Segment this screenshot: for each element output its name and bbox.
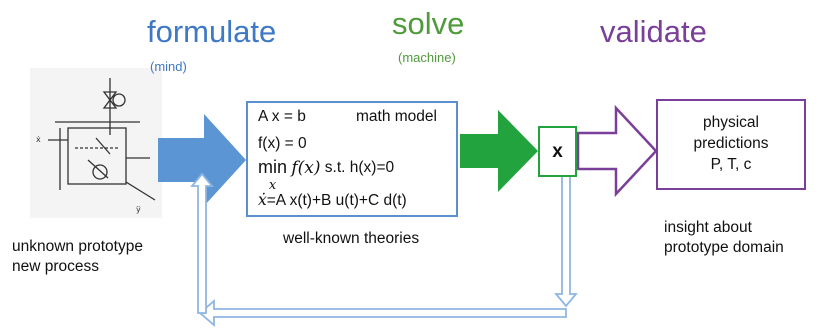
solve-subtitle: (machine) [398,50,456,65]
predictions-line3: P, T, c [710,155,752,173]
validate-title: validate [600,14,707,49]
solve-arrow [460,110,538,192]
min-subscript: x [268,177,277,193]
prototype-line1: unknown prototype [12,238,143,255]
dynamic-rhs: =A x(t)+B u(t)+C d(t) [266,192,407,209]
prototype-line2: new process [12,258,100,276]
formulate-subtitle: (mind) [150,59,187,74]
prototype-caption: unknown prototype new process [12,237,143,277]
model-caption: well-known theories [283,230,420,247]
equation-nonlinear: f(x) = 0 [258,135,307,152]
predictions-box: physical predictions P, T, c [656,99,806,190]
validate-arrow [576,104,658,198]
min-operator: min [258,157,288,177]
equation-linear: A x = b [258,108,306,125]
x-dot: ẋ [258,191,267,209]
formulate-title: formulate [147,14,277,49]
equation-optimization: min x f(x) s.t. h(x)=0 [258,158,394,192]
math-model-box: A x = b math model f(x) = 0 min x f(x) s… [246,101,458,217]
solve-title: solve [392,6,465,41]
feedback-loop-arrow [190,172,578,327]
predictions-line1: physical [703,114,759,132]
constraint-text: s.t. h(x)=0 [324,159,395,176]
svg-text:ÿ: ÿ [136,205,141,214]
insight-line2: prototype domain [664,239,784,257]
objective-function: f(x) [291,158,321,178]
formulate-arrow [158,114,246,206]
math-model-label: math model [356,108,437,125]
insight-caption: insight about prototype domain [664,218,784,258]
predictions-line2: predictions [693,135,769,153]
svg-text:ẋ: ẋ [36,135,41,144]
equation-dynamic: ẋ=A x(t)+B u(t)+C d(t) [258,191,407,210]
solution-box: x [538,126,577,177]
solution-label: x [552,140,563,162]
prototype-sketch: ẋ ÿ [30,68,162,218]
insight-line1: insight about [664,219,752,236]
